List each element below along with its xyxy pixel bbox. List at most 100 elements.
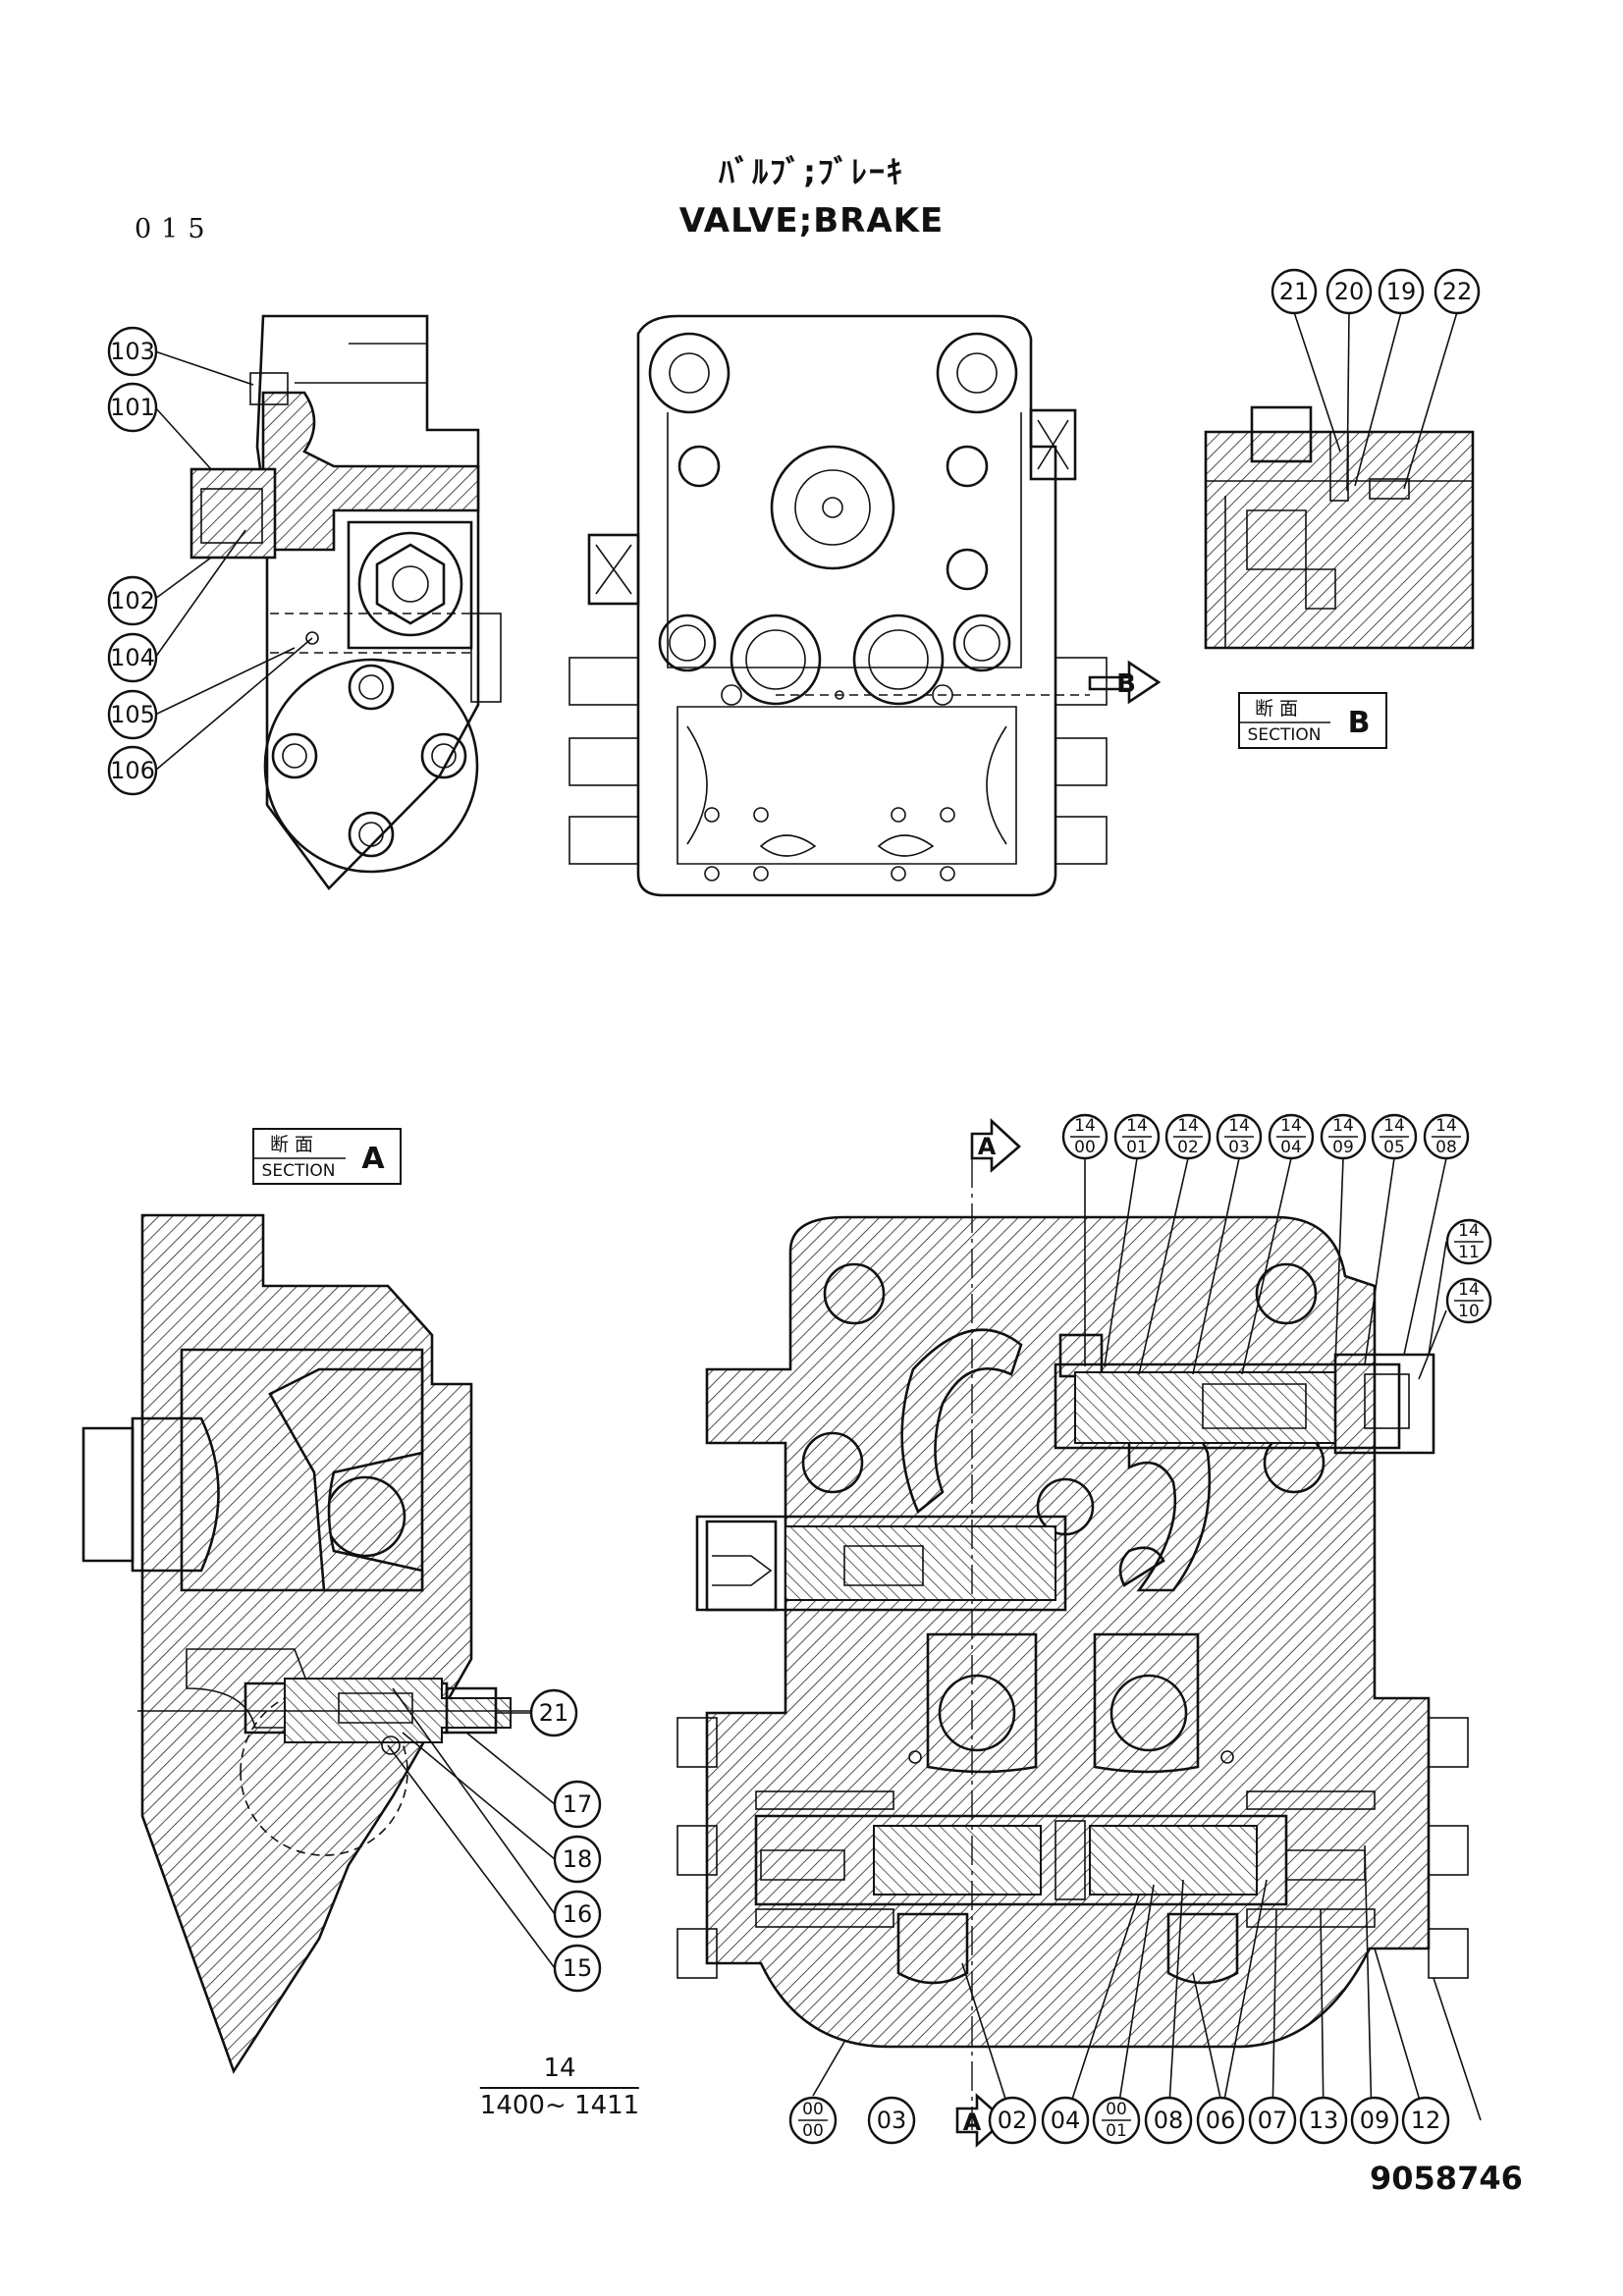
svg-text:03: 03	[1228, 1138, 1250, 1157]
section-b-label-box	[1238, 692, 1387, 749]
svg-text:14: 14	[1458, 1221, 1480, 1241]
svg-text:10: 10	[1458, 1302, 1480, 1321]
section-b-en: SECTION	[1248, 725, 1322, 745]
callout-101	[107, 382, 158, 433]
callout-18	[553, 1835, 602, 1884]
callout-106-text: 106	[110, 757, 155, 784]
callout-18-text: 18	[563, 1845, 593, 1873]
callouts-section-b: 21 20 19 22	[1271, 268, 1481, 315]
callout-03	[867, 2096, 916, 2145]
callout-21-a	[529, 1688, 578, 1737]
callout-19-text: 19	[1386, 278, 1417, 305]
callout-19	[1378, 268, 1425, 315]
callouts-main-bottom: 03 02 04 08 06 07 13 09 12	[867, 2096, 1450, 2145]
fraction-callout-1402: 14 02	[1164, 1113, 1212, 1160]
svg-text:14: 14	[1280, 1116, 1302, 1136]
svg-text:14: 14	[1332, 1116, 1354, 1136]
callout-102-text: 102	[110, 587, 155, 614]
fraction-callout-1403: 14 03	[1216, 1113, 1263, 1160]
svg-text:04: 04	[1280, 1138, 1302, 1157]
group-number: 14	[543, 2054, 576, 2083]
section-a-jp: 断 面	[270, 1134, 313, 1155]
svg-text:14: 14	[1228, 1116, 1250, 1136]
callout-17-text: 17	[563, 1790, 593, 1818]
callout-106	[107, 745, 158, 796]
leader-lines	[154, 311, 1482, 2121]
fraction-callout-0000: 00 00	[788, 2096, 838, 2145]
section-b-view	[1204, 405, 1475, 650]
callout-21-b-text: 21	[1279, 278, 1310, 305]
callout-04	[1041, 2096, 1090, 2145]
callout-04-text: 04	[1051, 2107, 1081, 2134]
svg-text:00: 00	[802, 2121, 824, 2141]
svg-text:00: 00	[802, 2100, 824, 2119]
section-a-en: SECTION	[262, 1161, 336, 1181]
callout-08-text: 08	[1154, 2107, 1184, 2134]
callout-03-text: 03	[877, 2107, 907, 2134]
section-a-view	[81, 1213, 555, 2074]
group-range: 1400~ 1411	[479, 2087, 640, 2120]
front-view	[568, 314, 1162, 897]
callout-105-text: 105	[110, 701, 155, 728]
svg-text:00: 00	[1106, 2100, 1127, 2119]
callout-103-text: 103	[110, 338, 155, 365]
section-a-letter: A	[361, 1142, 385, 1176]
callout-21-a-text: 21	[539, 1699, 569, 1727]
callout-09-text: 09	[1360, 2107, 1390, 2134]
callout-09	[1350, 2096, 1399, 2145]
svg-text:14: 14	[1177, 1116, 1199, 1136]
svg-text:05: 05	[1383, 1138, 1405, 1157]
fraction-callout-1400: 14 00	[1061, 1113, 1109, 1160]
callout-16-text: 16	[563, 1900, 593, 1928]
fraction-callouts: 14 00 14 01 14 02 14 03 14 04	[788, 1113, 1492, 2145]
fraction-callout-1411: 14 11	[1445, 1218, 1492, 1265]
section-a-arrow-letter-top: A	[978, 1133, 997, 1160]
callout-102	[107, 575, 158, 626]
callout-20-text: 20	[1334, 278, 1365, 305]
svg-text:09: 09	[1332, 1138, 1354, 1157]
title-japanese: ﾊﾞﾙﾌﾞ;ﾌﾞﾚｰｷ	[719, 153, 904, 190]
fraction-callout-0001: 00 01	[1092, 2096, 1141, 2145]
callout-22	[1434, 268, 1481, 315]
page-code: 015	[135, 214, 215, 244]
callout-105	[107, 689, 158, 740]
svg-text:14: 14	[1074, 1116, 1096, 1136]
callout-16	[553, 1890, 602, 1939]
callout-07-text: 07	[1258, 2107, 1288, 2134]
fraction-callout-1409: 14 09	[1320, 1113, 1367, 1160]
callouts-side-view: 103 101 102 104 105 106	[107, 326, 158, 796]
fraction-callout-1408: 14 08	[1423, 1113, 1470, 1160]
svg-text:14: 14	[1458, 1280, 1480, 1300]
callout-103	[107, 326, 158, 377]
callout-12-text: 12	[1411, 2107, 1441, 2134]
callout-22-text: 22	[1442, 278, 1473, 305]
callout-104	[107, 632, 158, 683]
callout-07	[1248, 2096, 1297, 2145]
callout-101-text: 101	[110, 394, 155, 421]
section-a-label-box	[252, 1128, 402, 1185]
svg-text:01: 01	[1106, 2121, 1127, 2141]
callout-12	[1401, 2096, 1450, 2145]
section-b-jp: 断 面	[1255, 698, 1298, 720]
svg-text:08: 08	[1435, 1138, 1457, 1157]
callouts-section-a: 21 17 18 16 15	[529, 1688, 602, 1993]
svg-text:02: 02	[1177, 1138, 1199, 1157]
svg-text:01: 01	[1126, 1138, 1148, 1157]
callout-02	[988, 2096, 1037, 2145]
svg-text:14: 14	[1126, 1116, 1148, 1136]
callout-13-text: 13	[1309, 2107, 1339, 2134]
callout-15-text: 15	[563, 1954, 593, 1982]
callout-06-text: 06	[1206, 2107, 1236, 2134]
section-a-arrow-letter-bottom: A	[963, 2109, 982, 2136]
svg-text:14: 14	[1435, 1116, 1457, 1136]
document-number: 9058746	[1370, 2160, 1523, 2197]
callout-13	[1299, 2096, 1348, 2145]
svg-text:14: 14	[1383, 1116, 1405, 1136]
fraction-callout-1405: 14 05	[1371, 1113, 1418, 1160]
callout-02-text: 02	[998, 2107, 1028, 2134]
main-section-view	[676, 1118, 1469, 2148]
callout-21-b	[1271, 268, 1318, 315]
fraction-callout-1404: 14 04	[1268, 1113, 1315, 1160]
section-b-letter: B	[1348, 706, 1371, 740]
